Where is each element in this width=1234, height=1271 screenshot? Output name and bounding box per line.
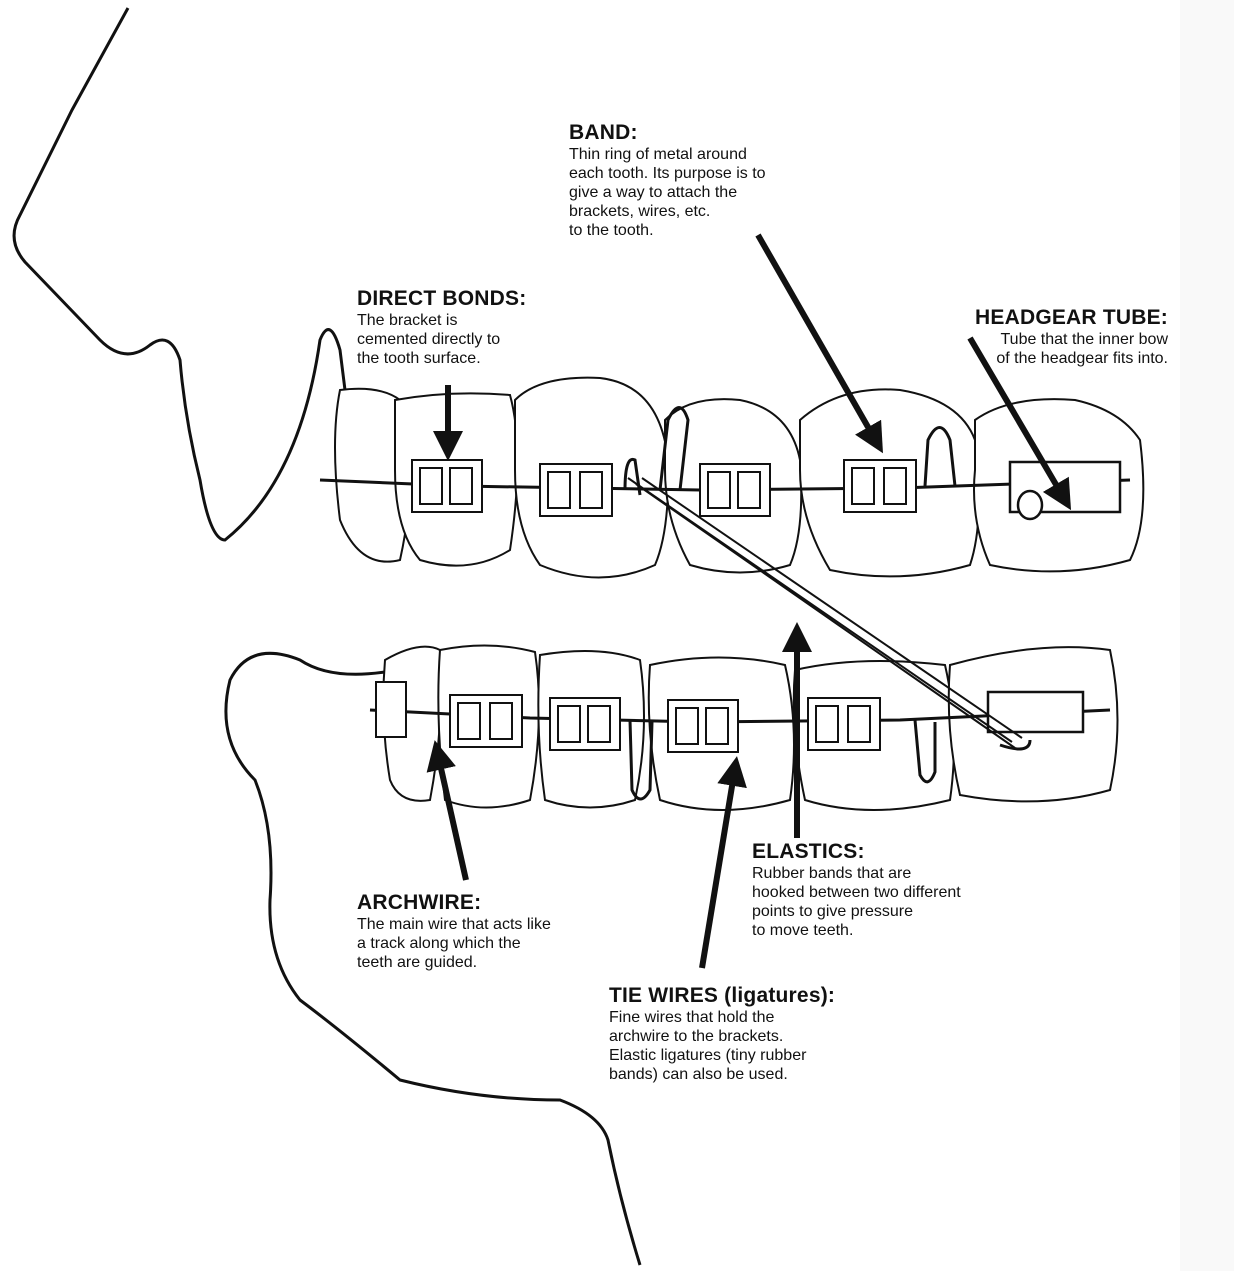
tie-wires-title: TIE WIRES (ligatures):	[609, 984, 909, 1008]
direct-bonds-title: DIRECT BONDS:	[357, 287, 597, 311]
band-title: BAND:	[569, 121, 869, 145]
lower-molar-tube	[988, 692, 1083, 732]
band-label: BAND: Thin ring of metal around each too…	[569, 121, 869, 240]
elastics-description: Rubber bands that are hooked between two…	[752, 864, 1052, 940]
headgear-tube-description: Tube that the inner bow of the headgear …	[946, 330, 1168, 368]
archwire-description: The main wire that acts like a track alo…	[357, 915, 627, 972]
tie-wires-label: TIE WIRES (ligatures): Fine wires that h…	[609, 984, 909, 1084]
elastics-title: ELASTICS:	[752, 840, 1052, 864]
headgear-tube	[1010, 462, 1120, 519]
archwire-label: ARCHWIRE: The main wire that acts like a…	[357, 891, 627, 972]
direct-bonds-description: The bracket is cemented directly to the …	[357, 311, 597, 368]
direct-bonds-label: DIRECT BONDS: The bracket is cemented di…	[357, 287, 597, 368]
band-description: Thin ring of metal around each tooth. It…	[569, 145, 869, 240]
headgear-tube-label: HEADGEAR TUBE: Tube that the inner bow o…	[946, 306, 1168, 368]
upper-lip-outline	[14, 8, 345, 540]
tie-wires-description: Fine wires that hold the archwire to the…	[609, 1008, 909, 1084]
archwire-title: ARCHWIRE:	[357, 891, 627, 915]
headgear-tube-title: HEADGEAR TUBE:	[946, 306, 1168, 330]
elastics-label: ELASTICS: Rubber bands that are hooked b…	[752, 840, 1052, 940]
